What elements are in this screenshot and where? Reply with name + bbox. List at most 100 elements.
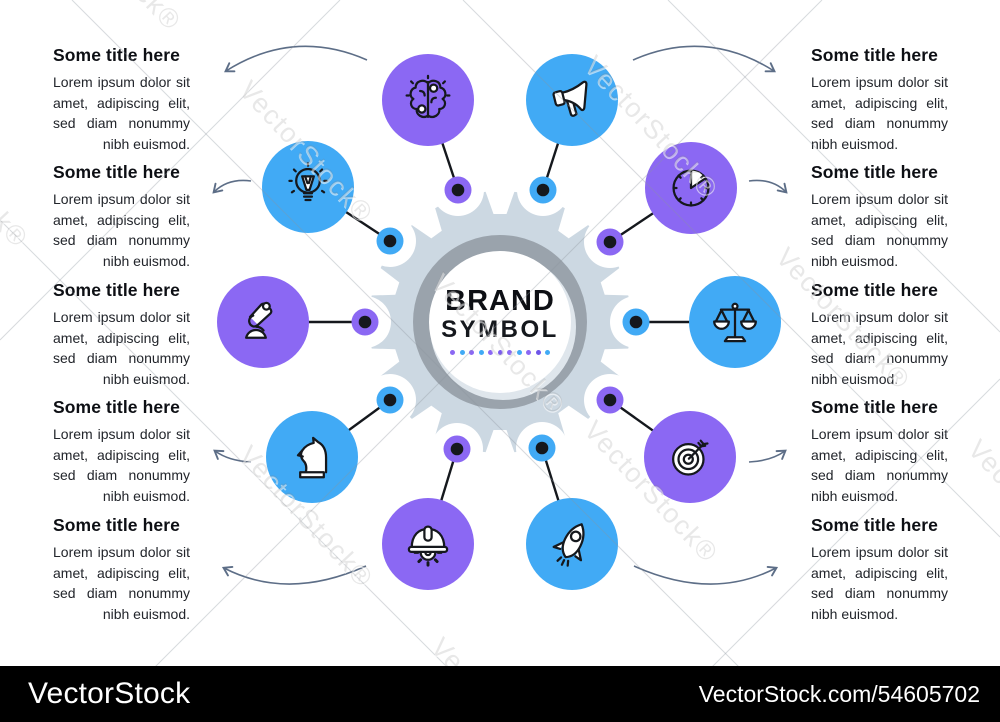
vectorstock-url-text: VectorStock.com/54605702 <box>698 680 980 707</box>
brand-divider-dot <box>516 350 522 356</box>
gear-tooth-notch <box>362 262 400 296</box>
watermark-text: VectorStock® <box>40 0 187 37</box>
block-title: Some title here <box>53 515 180 535</box>
text-block-left-2: Some title here Lorem ipsum dolor sit am… <box>53 162 190 272</box>
text-block-right-3: Some title here Lorem ipsum dolor sit am… <box>811 280 948 390</box>
curved-arrow-bottom-right <box>633 565 779 585</box>
gear-tooth-notch <box>482 183 518 214</box>
block-body: Lorem ipsum dolor sit amet, adipiscing e… <box>53 191 190 269</box>
gear-tooth-notch <box>362 348 400 382</box>
target-icon-circle <box>644 411 736 503</box>
connector-dot-center-microscope <box>358 315 372 329</box>
brand-divider-dot <box>450 350 455 356</box>
block-title: Some title here <box>53 280 180 300</box>
connector-dot-brain <box>444 176 472 204</box>
brand-divider-dot <box>488 350 493 356</box>
brand-divider-dot <box>545 350 550 356</box>
watermark-text: VectorStock® <box>962 434 1000 588</box>
text-block-left-4: Some title here Lorem ipsum dolor sit am… <box>53 397 190 507</box>
watermark-bottom-bar: VectorStock VectorStock.com/54605702 <box>0 666 1000 722</box>
brand-divider-dot <box>526 350 531 356</box>
gear-socket-rocket <box>516 422 568 474</box>
curved-arrow-top-left <box>224 45 368 73</box>
block-title: Some title here <box>811 45 938 65</box>
connector-dot-chess-knight <box>376 386 404 414</box>
curved-arrow-row2-right <box>748 179 788 194</box>
gear-socket-megaphone <box>517 164 569 216</box>
vectorstock-logo-text: VectorStock <box>28 677 191 710</box>
gear-socket-chess-knight <box>364 374 416 426</box>
curved-arrow-row4-left <box>213 449 252 463</box>
text-block-right-4: Some title here Lorem ipsum dolor sit am… <box>811 397 948 507</box>
connector-dot-center-brain <box>451 183 465 197</box>
rocket-icon <box>552 523 585 567</box>
scales-icon <box>713 302 757 343</box>
block-title: Some title here <box>53 397 180 417</box>
gear-tooth-notch <box>404 405 442 445</box>
brand-divider-dot <box>469 350 474 356</box>
text-block-right-5: Some title here Lorem ipsum dolor sit am… <box>811 515 948 625</box>
rocket-icon-circle <box>526 498 618 590</box>
connector-dot-center-stopwatch <box>603 235 617 249</box>
brand-divider-dot <box>478 350 484 356</box>
megaphone-icon <box>552 80 588 117</box>
gear-tooth-notch <box>482 430 518 461</box>
brand-dotted-divider <box>400 350 600 356</box>
text-block-left-5: Some title here Lorem ipsum dolor sit am… <box>53 515 190 625</box>
gear-socket-microscope <box>339 296 391 348</box>
curved-arrow-top-right <box>632 45 776 73</box>
gear-socket-scales <box>610 296 662 348</box>
block-body: Lorem ipsum dolor sit amet, adipiscing e… <box>53 74 190 152</box>
block-body: Lorem ipsum dolor sit amet, adipiscing e… <box>811 426 948 504</box>
connector-dot-center-target <box>603 393 617 407</box>
microscope-icon <box>245 301 273 339</box>
brain-icon-circle <box>382 54 474 146</box>
text-block-right-2: Some title here Lorem ipsum dolor sit am… <box>811 162 948 272</box>
block-title: Some title here <box>811 515 938 535</box>
gear-tooth-notch <box>558 199 596 239</box>
block-title: Some title here <box>811 280 938 300</box>
gear-socket-hard-hat <box>431 423 483 475</box>
gear-socket-brain <box>432 164 484 216</box>
gear-socket-target <box>584 374 636 426</box>
text-block-left-3: Some title here Lorem ipsum dolor sit am… <box>53 280 190 390</box>
curved-arrow-row4-right <box>748 449 787 463</box>
text-block-right-1: Some title here Lorem ipsum dolor sit am… <box>811 45 948 155</box>
block-title: Some title here <box>53 45 180 65</box>
stopwatch-icon-circle <box>645 142 737 234</box>
connector-dot-rocket <box>528 434 556 462</box>
hard-hat-icon <box>407 525 449 567</box>
connector-dot-scales <box>622 308 650 336</box>
connector-dot-microscope <box>351 308 379 336</box>
brand-divider-dot <box>507 350 512 356</box>
target-icon <box>672 439 709 476</box>
scales-icon-circle <box>689 276 781 368</box>
connector-dot-stopwatch <box>596 228 624 256</box>
block-body: Lorem ipsum dolor sit amet, adipiscing e… <box>53 544 190 622</box>
brand-word: BRAND <box>445 285 555 317</box>
block-title: Some title here <box>811 162 938 182</box>
brain-icon <box>405 74 451 119</box>
lightbulb-icon <box>288 162 328 202</box>
connector-dot-center-megaphone <box>536 183 550 197</box>
connector-dot-hard-hat <box>443 435 471 463</box>
connector-dot-target <box>596 386 624 414</box>
connector-dot-center-scales <box>629 315 643 329</box>
gear-tooth-notch <box>404 199 442 239</box>
chess-knight-icon-circle <box>266 411 358 503</box>
stopwatch-icon <box>672 169 710 207</box>
microscope-icon-circle <box>217 276 309 368</box>
hard-hat-icon-circle <box>382 498 474 590</box>
gear-tooth-notch <box>600 348 638 382</box>
connector-dot-megaphone <box>529 176 557 204</box>
connector-dot-center-chess-knight <box>383 393 397 407</box>
gear-tooth-notch <box>558 405 596 445</box>
gear-socket-stopwatch <box>584 216 636 268</box>
lightbulb-icon-circle <box>262 141 354 233</box>
gear-tooth-notch <box>600 262 638 296</box>
block-title: Some title here <box>811 397 938 417</box>
brand-divider-dot <box>535 350 541 356</box>
brand-divider-dot <box>497 350 503 356</box>
gear-socket-lightbulb <box>364 215 416 267</box>
